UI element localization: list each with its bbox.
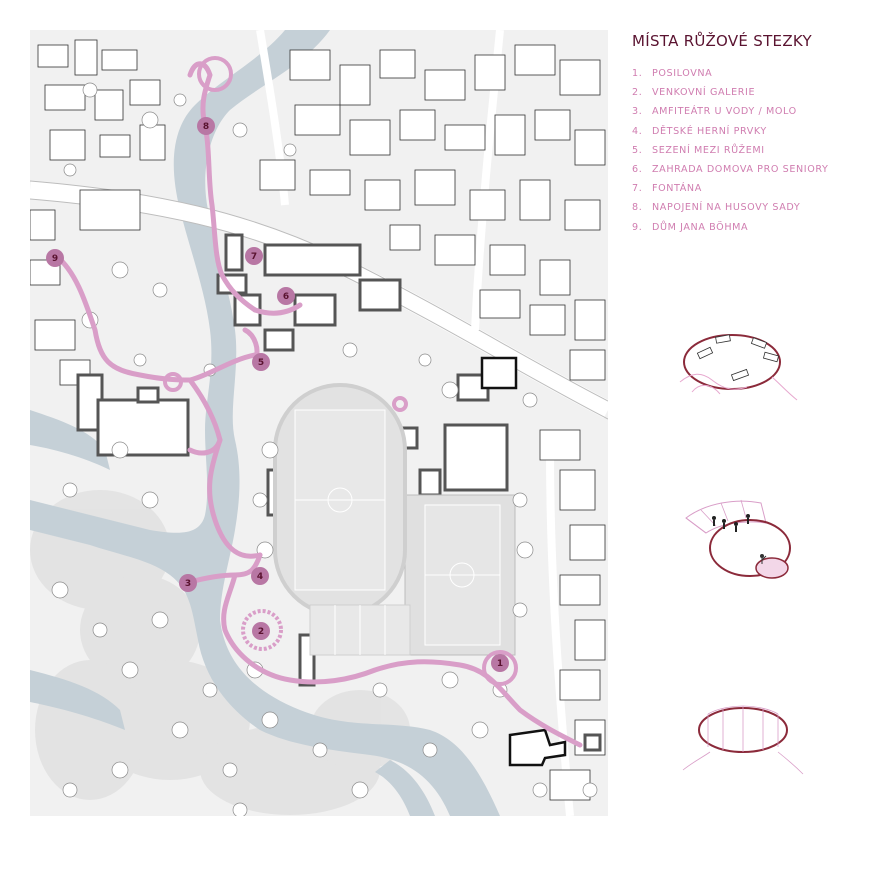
legend-label: VENKOVNÍ GALERIE <box>652 87 756 99</box>
legend-number: 9. <box>632 221 643 233</box>
legend-title: MÍSTA RŮŽOVÉ STEZKY <box>632 32 812 50</box>
river-branch <box>30 410 110 470</box>
legend-number: 8. <box>632 202 643 214</box>
legend-list: 1. POSILOVNA 2. VENKOVNÍ GALERIE 3. AMFITEÁ… <box>632 64 882 237</box>
river-lower <box>375 760 435 816</box>
legend-label: DĚTSKÉ HERNÍ PRVKY <box>652 125 767 137</box>
marker-9-label: 9 <box>52 254 58 264</box>
marker-2-label: 2 <box>258 627 264 637</box>
legend-item-8: 8. NAPOJENÍ NA HUSOVY SADY <box>632 198 882 217</box>
marker-1-label: 1 <box>497 659 503 669</box>
legend-label: AMFITEÁTR U VODY / MOLO <box>652 106 797 118</box>
marker-7-label: 7 <box>251 252 257 262</box>
legend-number: 7. <box>632 183 643 195</box>
marker-4: 4 <box>251 567 269 585</box>
legend-label: DŮM JANA BÖHMA <box>652 221 749 233</box>
legend-label: NAPOJENÍ NA HUSOVY SADY <box>652 202 801 214</box>
legend-item-5: 5. SEZENÍ MEZI RŮŽEMI <box>632 141 882 160</box>
legend-label: FONTÁNA <box>652 183 702 195</box>
legend-number: 5. <box>632 144 643 156</box>
sketch-outdoor-gallery <box>685 499 791 579</box>
site-plan-map: 1 2 3 4 5 6 7 8 9 <box>30 30 608 816</box>
marker-3: 3 <box>179 574 197 592</box>
legend-item-6: 6. ZAHRADA DOMOVA PRO SENIORY <box>632 160 882 179</box>
marker-9: 9 <box>46 249 64 267</box>
legend-number: 1. <box>632 68 643 79</box>
legend-item-4: 4. DĚTSKÉ HERNÍ PRVKY <box>632 122 882 141</box>
marker-2: 2 <box>252 622 270 640</box>
legend-item-7: 7. FONTÁNA <box>632 179 882 198</box>
route-markers-rings <box>163 56 518 686</box>
legend: MÍSTA RŮŽOVÉ STEZKY 1. POSILOVNA 2. VENKOV… <box>632 32 882 237</box>
legend-item-1: 1. POSILOVNA <box>632 64 882 83</box>
marker-5-label: 5 <box>258 358 264 368</box>
marker-8: 8 <box>197 117 215 135</box>
sketch-fountain <box>682 705 804 775</box>
legend-number: 3. <box>632 106 643 118</box>
route-markers: 1 2 3 4 5 6 7 8 9 <box>46 117 509 672</box>
pink-route <box>52 61 583 748</box>
marker-4-label: 4 <box>257 572 263 582</box>
legend-number: 6. <box>632 163 643 175</box>
bohm-house <box>480 356 567 767</box>
legend-label: POSILOVNA <box>652 68 713 79</box>
marker-6: 6 <box>277 287 295 305</box>
site-buildings <box>76 233 602 752</box>
legend-item-3: 3. AMFITEÁTR U VODY / MOLO <box>632 102 882 121</box>
marker-3-label: 3 <box>185 579 191 589</box>
marker-1: 1 <box>491 654 509 672</box>
legend-item-9: 9. DŮM JANA BÖHMA <box>632 218 882 237</box>
legend-label: SEZENÍ MEZI RŮŽEMI <box>652 144 765 156</box>
marker-6-label: 6 <box>283 292 289 302</box>
legend-number: 4. <box>632 125 643 137</box>
sketch-rose-seating <box>679 334 798 401</box>
sports-area <box>273 383 516 656</box>
marker-5: 5 <box>252 353 270 371</box>
marker-7: 7 <box>245 247 263 265</box>
legend-number: 2. <box>632 87 643 99</box>
river-branch-south <box>30 670 125 730</box>
urban-buildings <box>30 39 606 801</box>
legend-item-2: 2. VENKOVNÍ GALERIE <box>632 83 882 102</box>
marker-8-label: 8 <box>203 122 209 132</box>
legend-label: ZAHRADA DOMOVA PRO SENIORY <box>652 163 829 175</box>
